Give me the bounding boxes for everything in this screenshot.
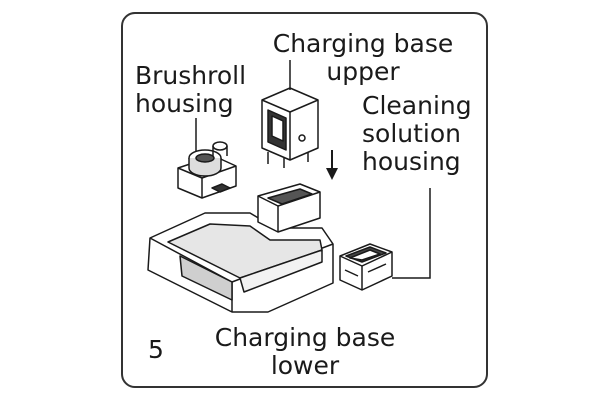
label-charging-base-lower: Charging base lower <box>200 324 410 380</box>
charging-base-upper-part <box>261 87 319 168</box>
label-line: lower <box>270 351 340 380</box>
label-line: housing <box>135 89 234 118</box>
step-number: 5 <box>148 335 164 364</box>
label-line: Cleaning <box>362 91 472 120</box>
charging-base-lower-part <box>147 183 334 313</box>
label-charging-base-upper: Charging base upper <box>258 30 468 86</box>
brushroll-housing-part <box>177 141 237 199</box>
label-line: housing <box>362 147 461 176</box>
label-line: Charging base <box>272 29 454 58</box>
label-line: Brushroll <box>135 61 247 90</box>
cleaning-solution-housing-part <box>339 243 393 291</box>
label-line: upper <box>326 57 400 86</box>
label-cleaning-solution-housing: Cleaning solution housing <box>362 92 472 176</box>
label-line: Charging base <box>214 323 396 352</box>
down-arrow-icon <box>326 150 338 180</box>
label-line: solution <box>362 119 461 148</box>
leader-line-cleaning <box>392 188 431 279</box>
leader-lines <box>195 60 431 279</box>
label-brushroll-housing: Brushroll housing <box>135 62 246 118</box>
